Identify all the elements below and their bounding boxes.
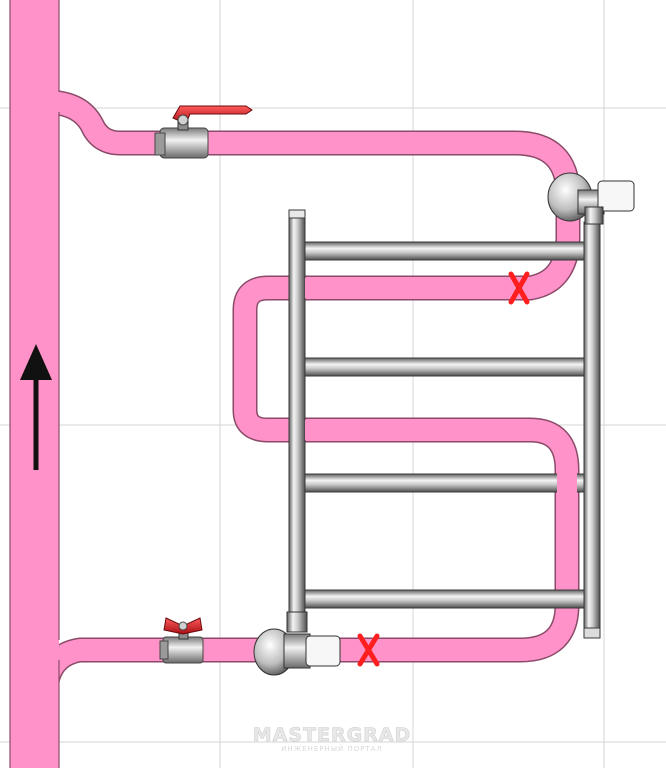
rail-left-post <box>288 209 306 631</box>
top-angle-valve-icon <box>547 172 635 225</box>
cross-mark-icon <box>508 271 530 305</box>
pipe-overlay <box>305 278 577 585</box>
towel-rail <box>288 209 601 639</box>
supply-pipe <box>34 91 579 701</box>
rail-crossbar <box>304 241 585 261</box>
pipe-network <box>32 89 581 701</box>
bottom-angle-valve-icon <box>253 611 341 676</box>
top-shutoff-valve-icon <box>154 105 253 159</box>
watermark-subtext: ИНЖЕНЕРНЫЙ ПОРТАЛ <box>281 744 383 753</box>
rail-crossbar <box>304 357 585 377</box>
flow-direction-arrow <box>20 344 52 470</box>
watermark-logo: MASTERGRAD ИНЖЕНЕРНЫЙ ПОРТАЛ <box>252 724 412 753</box>
main-riser <box>9 0 60 768</box>
rail-crossbar <box>304 589 585 609</box>
rail-crossbar <box>304 473 585 493</box>
cross-mark-icon <box>357 633 380 667</box>
rail-right-post <box>583 221 601 639</box>
bottom-shutoff-valve-icon <box>159 617 204 664</box>
watermark-text: MASTERGRAD <box>253 724 412 746</box>
